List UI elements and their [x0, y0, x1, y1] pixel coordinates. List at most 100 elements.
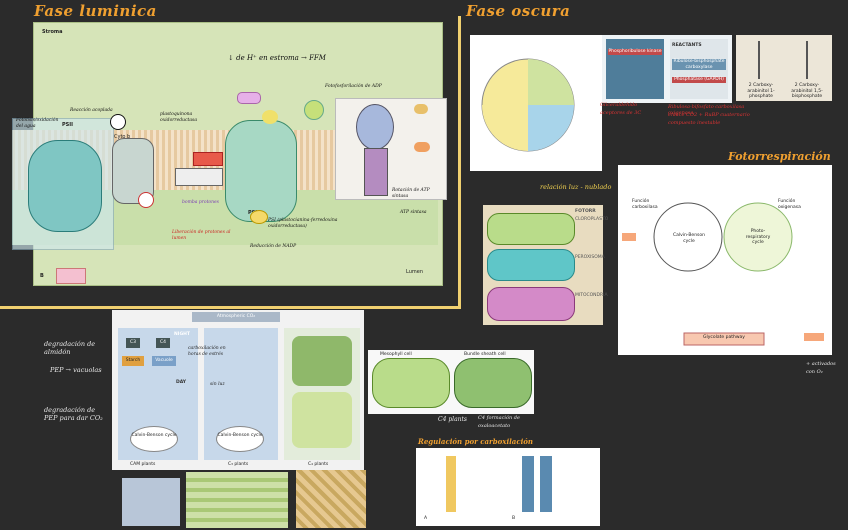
pq-note: plastoquinona oxidorreductasa [160, 112, 198, 123]
nadp-reduction-note: Reducción de NADP [250, 244, 297, 249]
vacuole-box: Vacuole [152, 356, 176, 366]
lumen-label: Lumen [406, 269, 423, 275]
fd-molecule [304, 100, 324, 120]
reg-column-b [522, 456, 534, 512]
cam-note-3: degradación de PEP para dar CO₂ [44, 406, 103, 422]
light-phase-title: Fase luminica [34, 2, 157, 20]
mesophyll-label: Mesophyll cell [380, 352, 412, 357]
mitochondrion [487, 287, 575, 321]
organelle-panel: FOTORR CLOROPLASTO PEROXISOMA MITOCONDRI… [483, 205, 608, 325]
day-label: DAY [176, 380, 187, 385]
chloroplast [487, 213, 575, 245]
reg-caption-a: A [424, 516, 428, 521]
peroxisome [487, 249, 575, 281]
c4-diagram-panel: Mesophyll cell Bundle sheath cell [368, 350, 534, 414]
cam-mid-note-1: carboxilación en horas de estrés [188, 346, 226, 357]
bundle-sheath-cell [454, 358, 532, 408]
atp-synthase-inset [335, 98, 447, 200]
photoresp-note: + activados con O₂ [806, 361, 836, 375]
dark-note-right-1: Ribulosa-bifosfato carboxilasa oxigenasa [668, 104, 745, 116]
psii-label: PSII [62, 122, 73, 128]
atp-synthase-head[interactable] [356, 104, 394, 150]
cam-note-1: degradación de almidón [44, 340, 96, 356]
cyt-label: Cyto b [114, 134, 131, 140]
calvin-cycle-diagram [481, 58, 575, 152]
bundle-label: Bundle sheath cell [464, 352, 506, 357]
molecule-caption-2: 2 Carboxy-arabinitol 1,5-bisphosphate [791, 83, 823, 99]
c4-title: C4 plants [438, 416, 468, 423]
molecule-2-chain [806, 41, 808, 79]
carboxylase-label: Función carboxilasa [632, 199, 658, 210]
mesophyll-cell [372, 358, 450, 408]
organelle-label: FOTORR [575, 209, 596, 214]
photorespiration-title: Fotorrespiración [728, 150, 831, 163]
atp-synthase-note: ATP sintasa [400, 210, 427, 215]
molecule-1-chain [758, 41, 760, 79]
reactions-panel: Phosphoribulose kinase Ribulose-bisphosp… [602, 35, 732, 103]
cam-note-2: PEP → vacuolas [50, 366, 102, 374]
calvin-cycle-label: Calvin-Benson cycle [672, 233, 706, 244]
reaction-box-left [606, 39, 664, 99]
photophos-note: Fotofosforilación de ADP [325, 84, 382, 89]
regulation-panel: A B [416, 448, 600, 526]
row-mitochondria: MITOCONDRIA [575, 293, 608, 298]
reaction-1: Phosphoribulose kinase [608, 49, 662, 55]
c4-caption: C₄ plants [308, 462, 329, 467]
panel-letter: B [40, 273, 44, 279]
photoresp-cycle-label: Photo-respiratory cycle [745, 229, 771, 245]
organelle-note: relación luz - nublado [540, 183, 612, 191]
reg-caption-b: B [512, 516, 516, 521]
section-divider [0, 306, 458, 309]
c4-micrograph [296, 470, 366, 528]
dark-note-right-2: enlace CO2 + RuBP cuaternario [668, 112, 750, 118]
reaction-2: Ribulose-bisphosphate carboxylase [672, 59, 726, 70]
psii-complex[interactable] [28, 140, 102, 232]
glycolate-label: Glycolate pathway [703, 335, 745, 340]
atmospheric-co2: Atmospheric CO₂ [192, 312, 280, 322]
reactants-label: REACTANTS [672, 43, 702, 48]
c4-note: C4 formación de oxaloacetato [478, 415, 520, 429]
reaction-3: Phosphatase (GAPDH) [672, 77, 726, 83]
c4-cell-bottom [292, 392, 352, 448]
dark-note-right-3: compuesto inestable [668, 120, 721, 126]
regulation-title: Regulación por carboxilación [418, 437, 534, 446]
dark-red-note-1: Gliceraldehído [600, 102, 638, 108]
psi-complex[interactable] [225, 120, 297, 222]
c3-box: C3 [126, 338, 140, 348]
reg-column-a [446, 456, 456, 512]
c4-cell-top [292, 336, 352, 386]
photorespiration-panel: Función carboxilasa Función oxigenasa Ca… [618, 165, 832, 355]
pc-lumen [250, 210, 268, 224]
c4-box: C4 [156, 338, 170, 348]
cam-caption: CAM plants [130, 462, 156, 467]
c3-caption: C₃ plants [228, 462, 249, 467]
calvin-cam: Calvin-Benson cycle [130, 426, 178, 452]
proton-release-note: Liberación de protones al lumen [172, 230, 231, 241]
oxygenase-label: Función oxigenasa [778, 199, 801, 210]
molecule-panel: 2 Carboxy-arabinitol 1-phosphate 2 Carbo… [736, 35, 832, 101]
cam-mid-note-2: sin luz [210, 382, 225, 387]
photorespiration-cycles [622, 202, 824, 346]
psi-function-note: PSI (plastocianina-ferredoxina oxidorred… [268, 218, 338, 229]
dark-red-note-2: aceptores de 3C [600, 110, 642, 116]
night-label: NIGHT [174, 332, 190, 337]
starch-box: Starch [122, 356, 144, 366]
dark-phase-title: Fase oscura [466, 2, 571, 20]
pc-molecule [262, 110, 278, 124]
proton-gradient-note: ↓ de H⁺ en estroma → FFM [228, 54, 326, 62]
reg-column-c [540, 456, 552, 512]
water-oxidation-note: Fotólisis/oxidación del agua [16, 118, 59, 129]
proton-circle-lumen [138, 192, 154, 208]
stroma-label: Stroma [42, 29, 63, 35]
cam-panel: Atmospheric CO₂ NIGHT DAY C3 C4 Starch V… [112, 310, 364, 470]
calvin-c3: Calvin-Benson cycle [216, 426, 264, 452]
cyto-b-box [193, 152, 223, 166]
atp-synthase-stalk [364, 148, 388, 196]
atp-oval [414, 142, 430, 152]
cam-micrograph [122, 478, 180, 526]
proton-circle [110, 114, 126, 130]
pump-note: bomba protones [182, 200, 219, 205]
c3-micrograph [186, 472, 288, 528]
nadp-oval [237, 92, 261, 104]
pink-label-box [56, 268, 86, 284]
